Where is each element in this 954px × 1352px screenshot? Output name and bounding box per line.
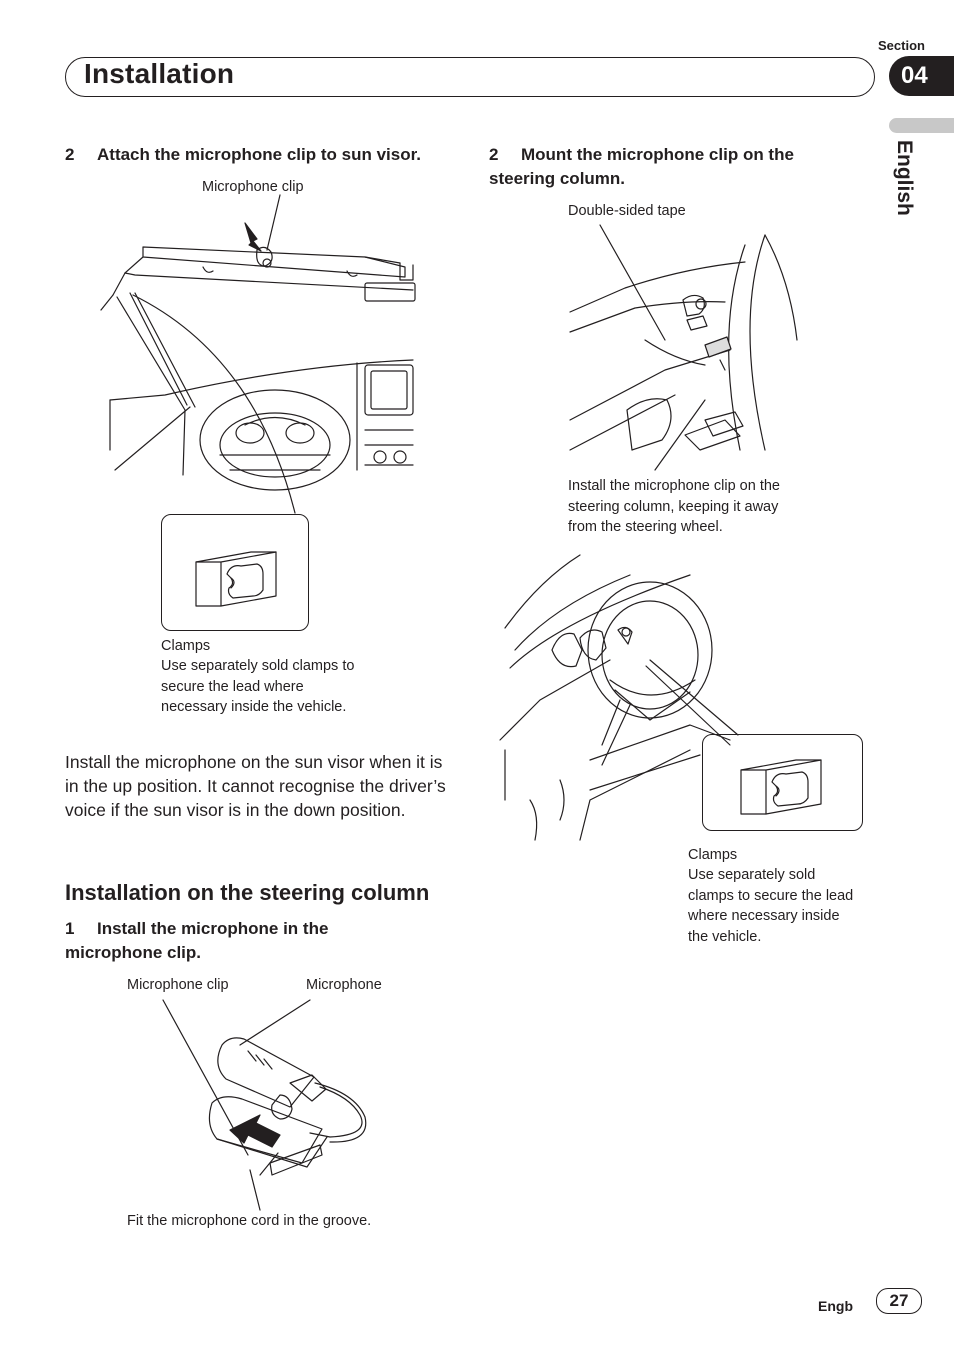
step-attach-clip: 2 Attach the microphone clip to sun visor… <box>65 143 465 167</box>
section-label: Section <box>878 38 925 53</box>
section-number-badge: 04 <box>889 56 954 96</box>
footer-language-code: Engb <box>818 1298 853 1314</box>
step-number: 1 <box>65 919 75 938</box>
clamps-note: Use separately sold clamps to secure the… <box>161 658 355 715</box>
clamps-callout-box-right <box>702 734 863 831</box>
groove-note: Fit the microphone cord in the groove. <box>127 1213 372 1229</box>
clamps-title-right: Clamps <box>688 847 738 863</box>
sun-visor-paragraph: Install the microphone on the sun visor … <box>65 752 446 820</box>
page-title: Installation <box>84 58 235 89</box>
clamps-callout-box <box>161 514 309 631</box>
column-note: Install the microphone clip on the steer… <box>568 478 780 535</box>
step-text: Mount the microphone clip on the steerin… <box>489 145 794 188</box>
page-number: 27 <box>876 1288 922 1314</box>
steering-column-heading: Installation on the steering column <box>65 880 430 905</box>
clamp-icon-right <box>740 759 822 815</box>
label-double-sided-tape: Double-sided tape <box>568 203 686 219</box>
clamps-title: Clamps <box>161 638 211 654</box>
header-bar <box>65 57 875 97</box>
steering-wheel-illustration <box>499 554 739 841</box>
label-microphone-clip-2: Microphone clip <box>127 977 229 993</box>
step-text: Attach the microphone clip to sun visor. <box>97 145 421 164</box>
microphone-clip-illustration <box>162 999 367 1211</box>
clamps-note-right: Use separately sold clamps to secure the… <box>688 867 854 945</box>
step-text: Install the microphone in the microphone… <box>65 919 329 962</box>
steering-column-illustration <box>569 224 798 471</box>
step-number: 2 <box>489 145 499 164</box>
language-tab <box>889 118 954 133</box>
sun-visor-illustration <box>100 194 416 514</box>
label-microphone: Microphone <box>306 977 382 993</box>
language-label: English <box>893 140 916 216</box>
label-microphone-clip: Microphone clip <box>202 179 304 195</box>
step-number: 2 <box>65 145 75 164</box>
clamp-icon <box>195 551 277 607</box>
